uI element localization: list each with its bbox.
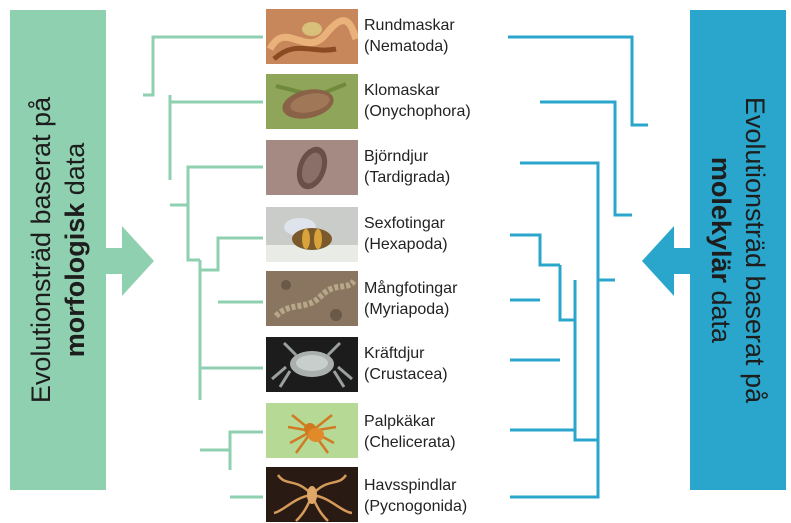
- taxon-latin-name: (Crustacea): [364, 364, 514, 385]
- crab-photo: [266, 337, 358, 392]
- taxon-name: Sexfotingar: [364, 213, 514, 234]
- taxon-name: Mångfotingar: [364, 278, 514, 299]
- nematode-photo: [266, 9, 358, 64]
- bee-photo: [266, 207, 358, 262]
- taxon-latin-name: (Myriapoda): [364, 299, 514, 320]
- taxon-crustacea: Kräftdjur (Crustacea): [364, 343, 514, 385]
- taxon-latin-name: (Hexapoda): [364, 234, 514, 255]
- taxon-hexapoda: Sexfotingar (Hexapoda): [364, 213, 514, 255]
- taxon-onychophora: Klomaskar (Onychophora): [364, 80, 514, 122]
- taxon-name: Rundmaskar: [364, 15, 514, 36]
- taxon-pycnogonida: Havsspindlar (Pycnogonida): [364, 475, 514, 517]
- taxon-name: Björndjur: [364, 146, 514, 167]
- taxon-name: Havsspindlar: [364, 475, 514, 496]
- taxon-latin-name: (Nematoda): [364, 36, 514, 57]
- taxon-name: Klomaskar: [364, 80, 514, 101]
- velvet-worm-photo: [266, 74, 358, 129]
- taxon-latin-name: (Onychophora): [364, 101, 514, 122]
- taxon-latin-name: (Tardigrada): [364, 167, 514, 188]
- taxon-myriapoda: Mångfotingar (Myriapoda): [364, 278, 514, 320]
- taxon-latin-name: (Chelicerata): [364, 432, 514, 453]
- taxon-name: Kräftdjur: [364, 343, 514, 364]
- taxon-nematoda: Rundmaskar (Nematoda): [364, 15, 514, 57]
- taxon-tardigrada: Björndjur (Tardigrada): [364, 146, 514, 188]
- tardigrade-photo: [266, 140, 358, 195]
- taxon-chelicerata: Palpkäkar (Chelicerata): [364, 411, 514, 453]
- millipede-photo: [266, 271, 358, 326]
- sea-spider-photo: [266, 467, 358, 522]
- spider-photo: [266, 403, 358, 458]
- taxon-latin-name: (Pycnogonida): [364, 496, 514, 517]
- molecular-tree: [508, 37, 648, 497]
- taxon-name: Palpkäkar: [364, 411, 514, 432]
- morphology-tree: [143, 37, 263, 497]
